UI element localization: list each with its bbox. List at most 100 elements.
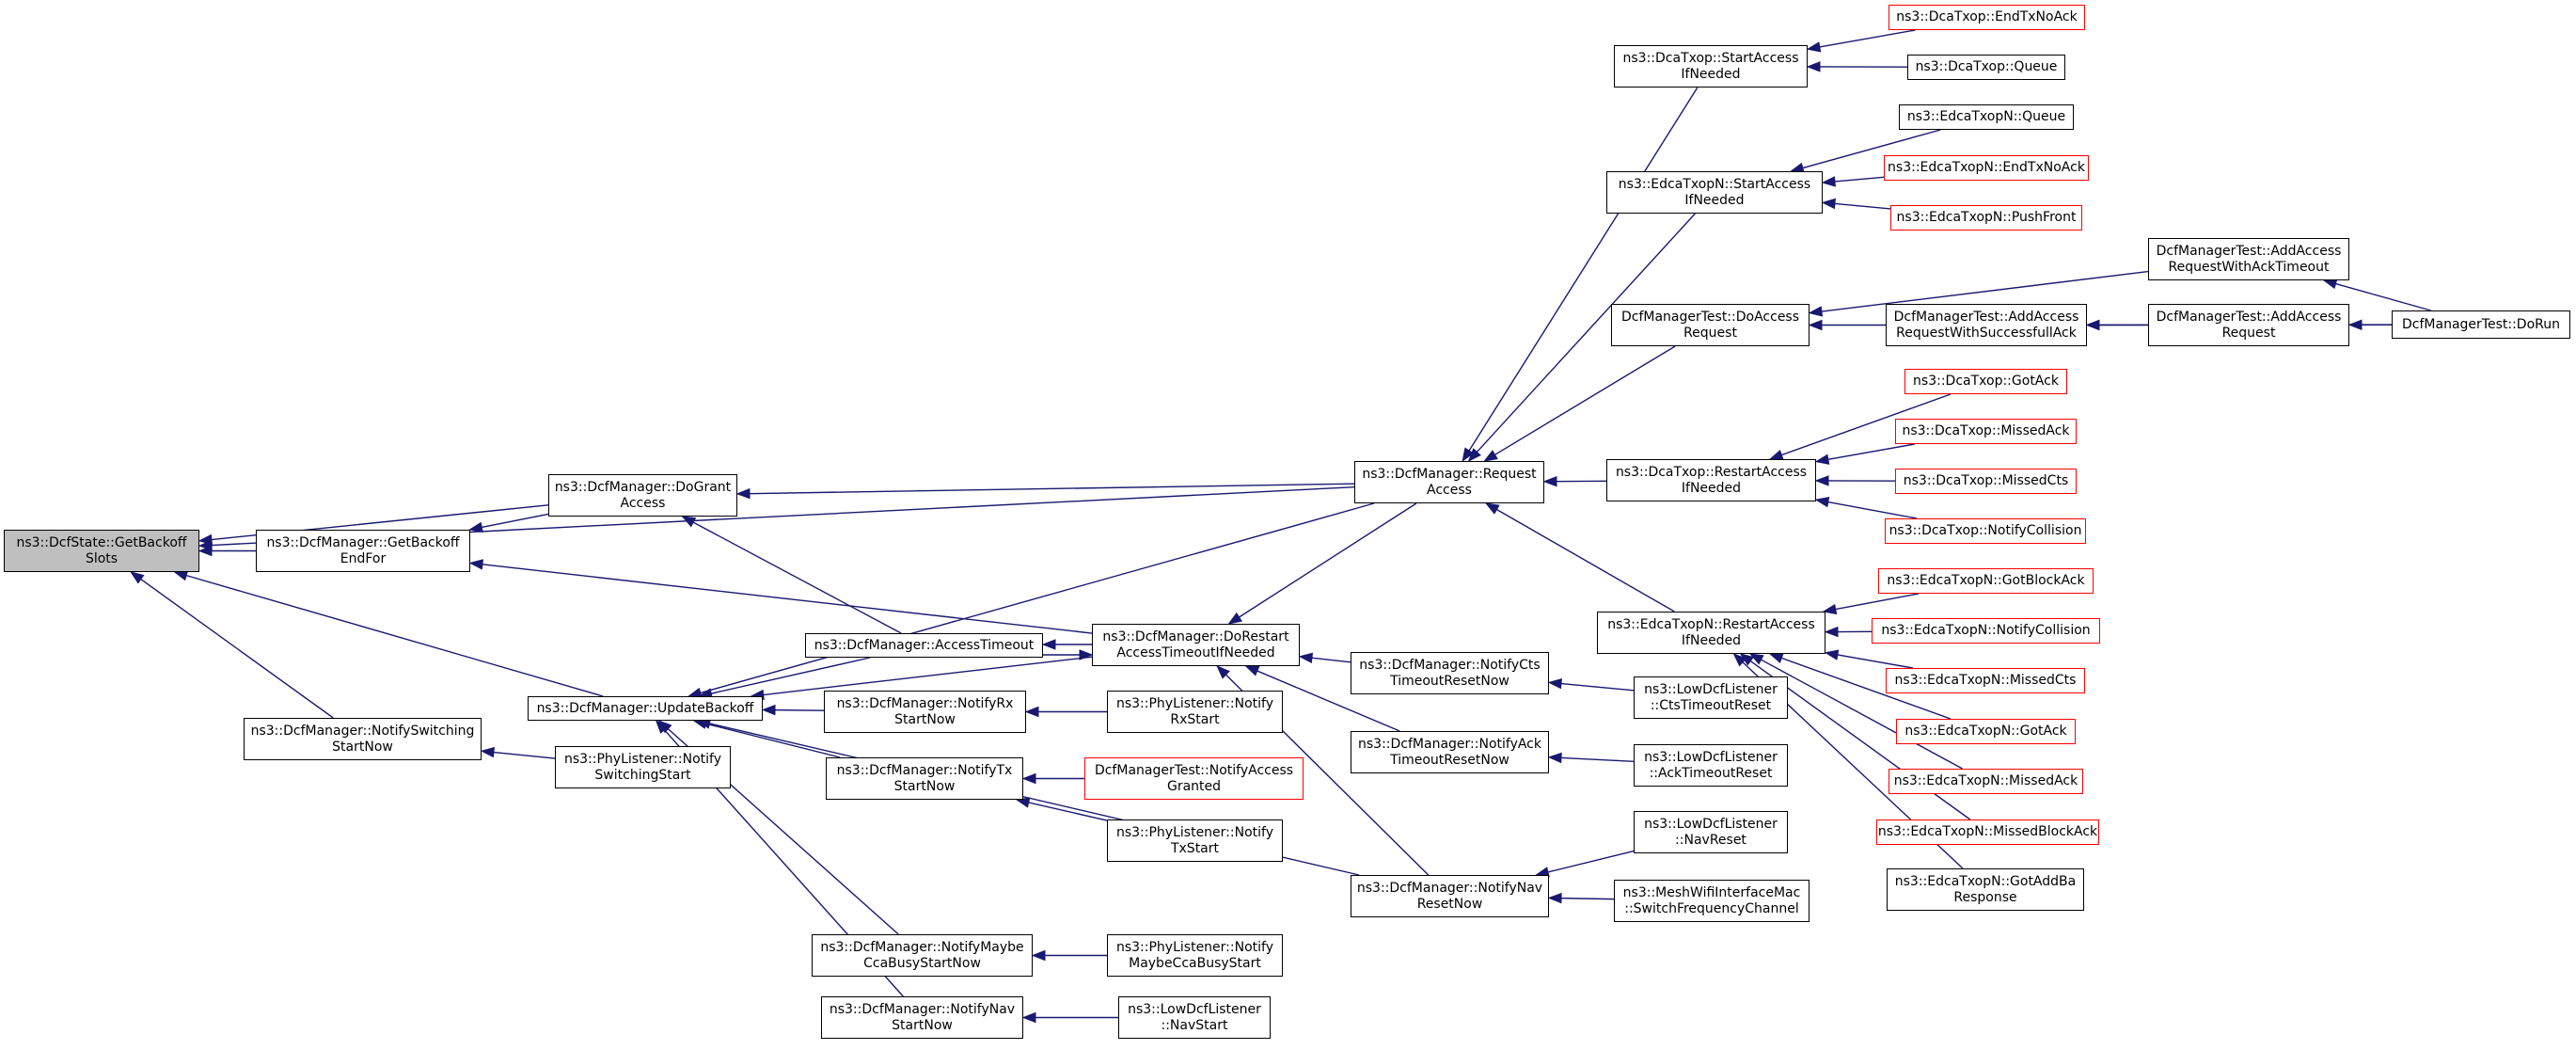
arrowhead: [1770, 654, 1783, 662]
arrowhead: [2087, 320, 2099, 329]
arrowhead: [2324, 279, 2337, 289]
arrowhead: [1023, 774, 1035, 784]
graph-node[interactable]: ns3::DcfManager::NotifySwitching StartNo…: [244, 718, 482, 760]
arrowhead: [470, 560, 482, 569]
call-edge: [1828, 444, 1915, 459]
arrowhead: [1246, 666, 1259, 676]
graph-node[interactable]: ns3::PhyListener::Notify MaybeCcaBusySta…: [1107, 934, 1283, 977]
graph-node[interactable]: ns3::DcfManager::NotifyCts TimeoutResetN…: [1351, 652, 1549, 694]
graph-node[interactable]: ns3::DcaTxop::Queue: [1907, 55, 2065, 80]
call-edge: [775, 710, 824, 711]
call-edge: [1828, 502, 1917, 518]
graph-node[interactable]: ns3::EdcaTxopN::GotBlockAck: [1878, 568, 2094, 594]
arrowhead: [1549, 679, 1561, 689]
graph-node[interactable]: ns3::EdcaTxopN::MissedBlockAck: [1876, 819, 2099, 845]
call-edge: [482, 514, 548, 527]
graph-node[interactable]: ns3::DcfManager::NotifyAck TimeoutResetN…: [1351, 731, 1549, 773]
arrowhead: [175, 571, 188, 581]
call-edge: [1835, 177, 1884, 182]
arrowhead: [1810, 307, 1823, 316]
arrowhead: [1823, 177, 1835, 186]
graph-node[interactable]: ns3::EdcaTxopN::EndTxNoAck: [1884, 155, 2089, 181]
arrowhead: [737, 489, 750, 499]
graph-node[interactable]: ns3::EdcaTxopN::GotAddBa Response: [1887, 868, 2084, 911]
arrowhead: [1026, 708, 1038, 717]
arrowhead: [469, 523, 482, 533]
graph-node[interactable]: ns3::EdcaTxopN::Queue: [1899, 104, 2074, 130]
arrowhead: [1229, 613, 1242, 624]
graph-node[interactable]: ns3::DcfManager::AccessTimeout: [805, 633, 1043, 658]
graph-node[interactable]: ns3::EdcaTxopN::MissedCts: [1886, 668, 2085, 693]
graph-node[interactable]: ns3::DcfManager::GetBackoff EndFor: [256, 530, 470, 572]
graph-node[interactable]: ns3::DcaTxop::EndTxNoAck: [1889, 5, 2085, 30]
graph-node[interactable]: ns3::DcfManager::NotifyNav ResetNow: [1351, 875, 1549, 917]
graph-node[interactable]: ns3::MeshWifiInterfaceMac ::SwitchFreque…: [1614, 880, 1810, 922]
call-edge: [1239, 503, 1415, 617]
arrowhead: [1816, 454, 1829, 464]
graph-node[interactable]: ns3::PhyListener::Notify RxStart: [1107, 691, 1283, 733]
graph-node[interactable]: ns3::EdcaTxopN::MissedAck: [1889, 769, 2083, 794]
graph-node[interactable]: ns3::EdcaTxopN::StartAccess IfNeeded: [1606, 171, 1823, 214]
graph-node[interactable]: ns3::DcfManager::Request Access: [1354, 461, 1544, 503]
graph-node[interactable]: ns3::DcaTxop::MissedCts: [1895, 469, 2077, 494]
arrowhead: [1770, 451, 1783, 459]
graph-node[interactable]: ns3::DcfManager::NotifyMaybe CcaBusyStar…: [812, 934, 1033, 977]
call-edge: [1548, 851, 1634, 872]
graph-node[interactable]: ns3::LowDcfListener ::CtsTimeoutReset: [1634, 676, 1788, 719]
call-edge: [693, 522, 901, 633]
graph-node[interactable]: DcfManagerTest::DoAccess Request: [1611, 304, 1810, 346]
call-edge: [494, 753, 555, 759]
graph-node[interactable]: ns3::DcfManager::NotifyTx StartNow: [826, 757, 1023, 800]
graph-node[interactable]: ns3::LowDcfListener ::NavReset: [1634, 811, 1788, 853]
graph-node[interactable]: ns3::PhyListener::Notify SwitchingStart: [555, 746, 731, 788]
graph-node[interactable]: ns3::EdcaTxopN::NotifyCollision: [1872, 618, 2100, 644]
graph-node[interactable]: ns3::LowDcfListener ::NavStart: [1118, 996, 1271, 1039]
call-edge: [1838, 655, 1913, 668]
call-edge: [141, 580, 334, 718]
call-edge: [2335, 284, 2430, 310]
graph-node[interactable]: ns3::DcaTxop::NotifyCollision: [1885, 518, 2086, 544]
call-edge: [764, 657, 1092, 694]
call-edge: [1835, 203, 1890, 209]
arrowhead: [1300, 653, 1312, 662]
graph-node[interactable]: ns3::DcfManager::DoGrant Access: [548, 474, 737, 517]
graph-node[interactable]: DcfManagerTest::DoRun: [2392, 310, 2570, 339]
arrowhead: [1549, 753, 1561, 762]
arrowhead: [1486, 503, 1499, 514]
graph-node[interactable]: ns3::DcaTxop::MissedAck: [1895, 419, 2077, 444]
arrowhead: [1484, 451, 1497, 461]
graph-node[interactable]: DcfManagerTest::AddAccess RequestWithAck…: [2148, 238, 2349, 280]
graph-node[interactable]: ns3::DcfManager::NotifyNav StartNow: [821, 996, 1023, 1039]
graph-node[interactable]: ns3::DcaTxop::RestartAccess IfNeeded: [1606, 459, 1816, 501]
call-edge: [1561, 757, 1634, 761]
graph-node[interactable]: ns3::DcaTxop::StartAccess IfNeeded: [1614, 45, 1808, 88]
graph-node[interactable]: ns3::DcaTxop::GotAck: [1904, 369, 2067, 394]
graph-node[interactable]: DcfManagerTest::AddAccess Request: [2148, 304, 2349, 346]
arrowhead: [763, 706, 775, 715]
graph-node[interactable]: ns3::PhyListener::Notify TxStart: [1107, 819, 1283, 862]
arrowhead: [1825, 650, 1839, 660]
arrowhead: [1023, 1013, 1035, 1023]
graph-node[interactable]: DcfManagerTest::AddAccess RequestWithSuc…: [1886, 304, 2087, 346]
graph-node[interactable]: ns3::EdcaTxopN::RestartAccess IfNeeded: [1597, 612, 1825, 654]
arrowhead: [1816, 476, 1828, 485]
call-edge: [1561, 684, 1634, 691]
arrowhead: [1825, 628, 1838, 637]
call-edge: [1029, 803, 1107, 820]
call-edge: [482, 565, 1092, 633]
call-edge: [711, 658, 870, 693]
arrowhead: [1043, 640, 1055, 649]
graph-node[interactable]: ns3::DcfManager::UpdateBackoff: [528, 696, 763, 721]
arrowhead: [1549, 894, 1561, 903]
graph-node[interactable]: ns3::DcfManager::NotifyRx StartNow: [824, 691, 1026, 733]
graph-node[interactable]: DcfManagerTest::NotifyAccess Granted: [1084, 757, 1304, 800]
call-edge: [1836, 594, 1919, 610]
graph-node[interactable]: ns3::EdcaTxopN::PushFront: [1890, 205, 2082, 231]
arrowhead: [482, 748, 494, 757]
graph-node[interactable]: ns3::DcfManager::DoRestart AccessTimeout…: [1092, 624, 1300, 666]
call-edge: [1820, 30, 1916, 47]
graph-node[interactable]: ns3::LowDcfListener ::AckTimeoutReset: [1634, 744, 1788, 787]
graph-node[interactable]: ns3::EdcaTxopN::GotAck: [1896, 719, 2076, 744]
arrowhead: [1544, 477, 1557, 486]
